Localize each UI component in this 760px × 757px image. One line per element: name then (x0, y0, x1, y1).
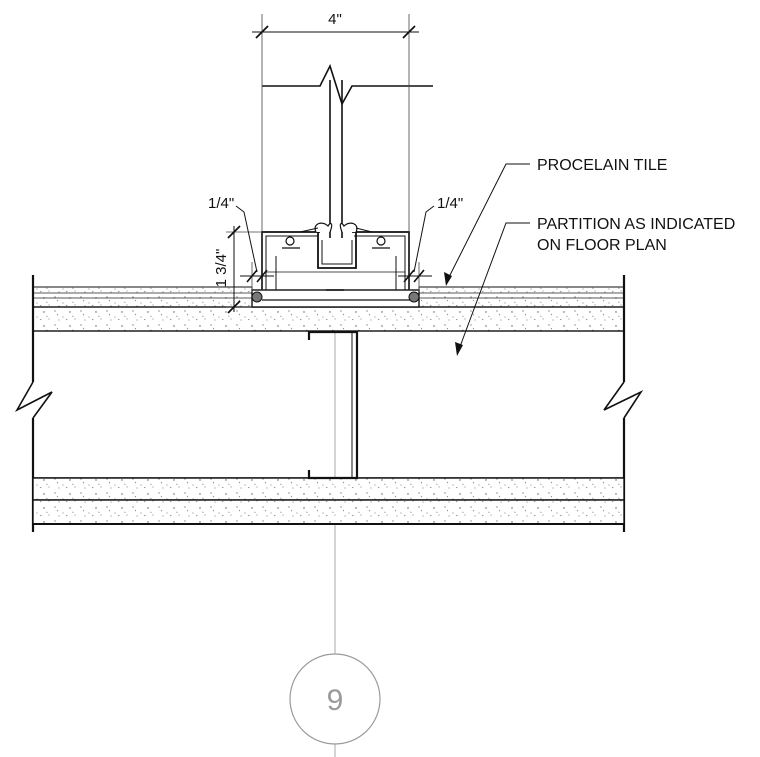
aluminum-frame (261, 222, 410, 290)
note-leaders (444, 163, 530, 356)
partition-note-line1: PARTITION AS INDICATED (537, 216, 735, 233)
sealant-right (408, 291, 420, 303)
tile-layer-right (418, 286, 625, 308)
sealant-left (251, 291, 263, 303)
right-gap-label: 1/4" (437, 195, 463, 212)
height-dimension: 1 3/4" (213, 225, 262, 314)
gypsum-board-upper (32, 477, 625, 501)
partition-note-line2: ON FLOOR PLAN (537, 237, 667, 254)
width-dimension-label: 4" (328, 11, 342, 28)
tile-layer-left (32, 286, 253, 308)
steel-stud (307, 330, 359, 480)
partition-leader (457, 222, 530, 353)
detail-tag-number: 9 (327, 684, 344, 717)
break-line (262, 63, 433, 107)
gypsum-board-lower (32, 499, 625, 525)
sealant-beads (251, 291, 420, 303)
base-channel (251, 289, 420, 308)
tile-note: PROCELAIN TILE (537, 157, 667, 174)
width-dimension: 4" (252, 11, 419, 290)
glass-pane (262, 63, 433, 238)
floor-substrate (32, 306, 625, 332)
partition-wall (14, 275, 644, 532)
gap-dimensions: 1/4" 1/4" (208, 195, 463, 292)
left-gap-label: 1/4" (208, 195, 234, 212)
floor-assembly (32, 286, 625, 332)
detail-tag: 9 (289, 653, 381, 745)
height-dimension-label: 1 3/4" (213, 249, 230, 288)
tile-leader (445, 163, 530, 284)
